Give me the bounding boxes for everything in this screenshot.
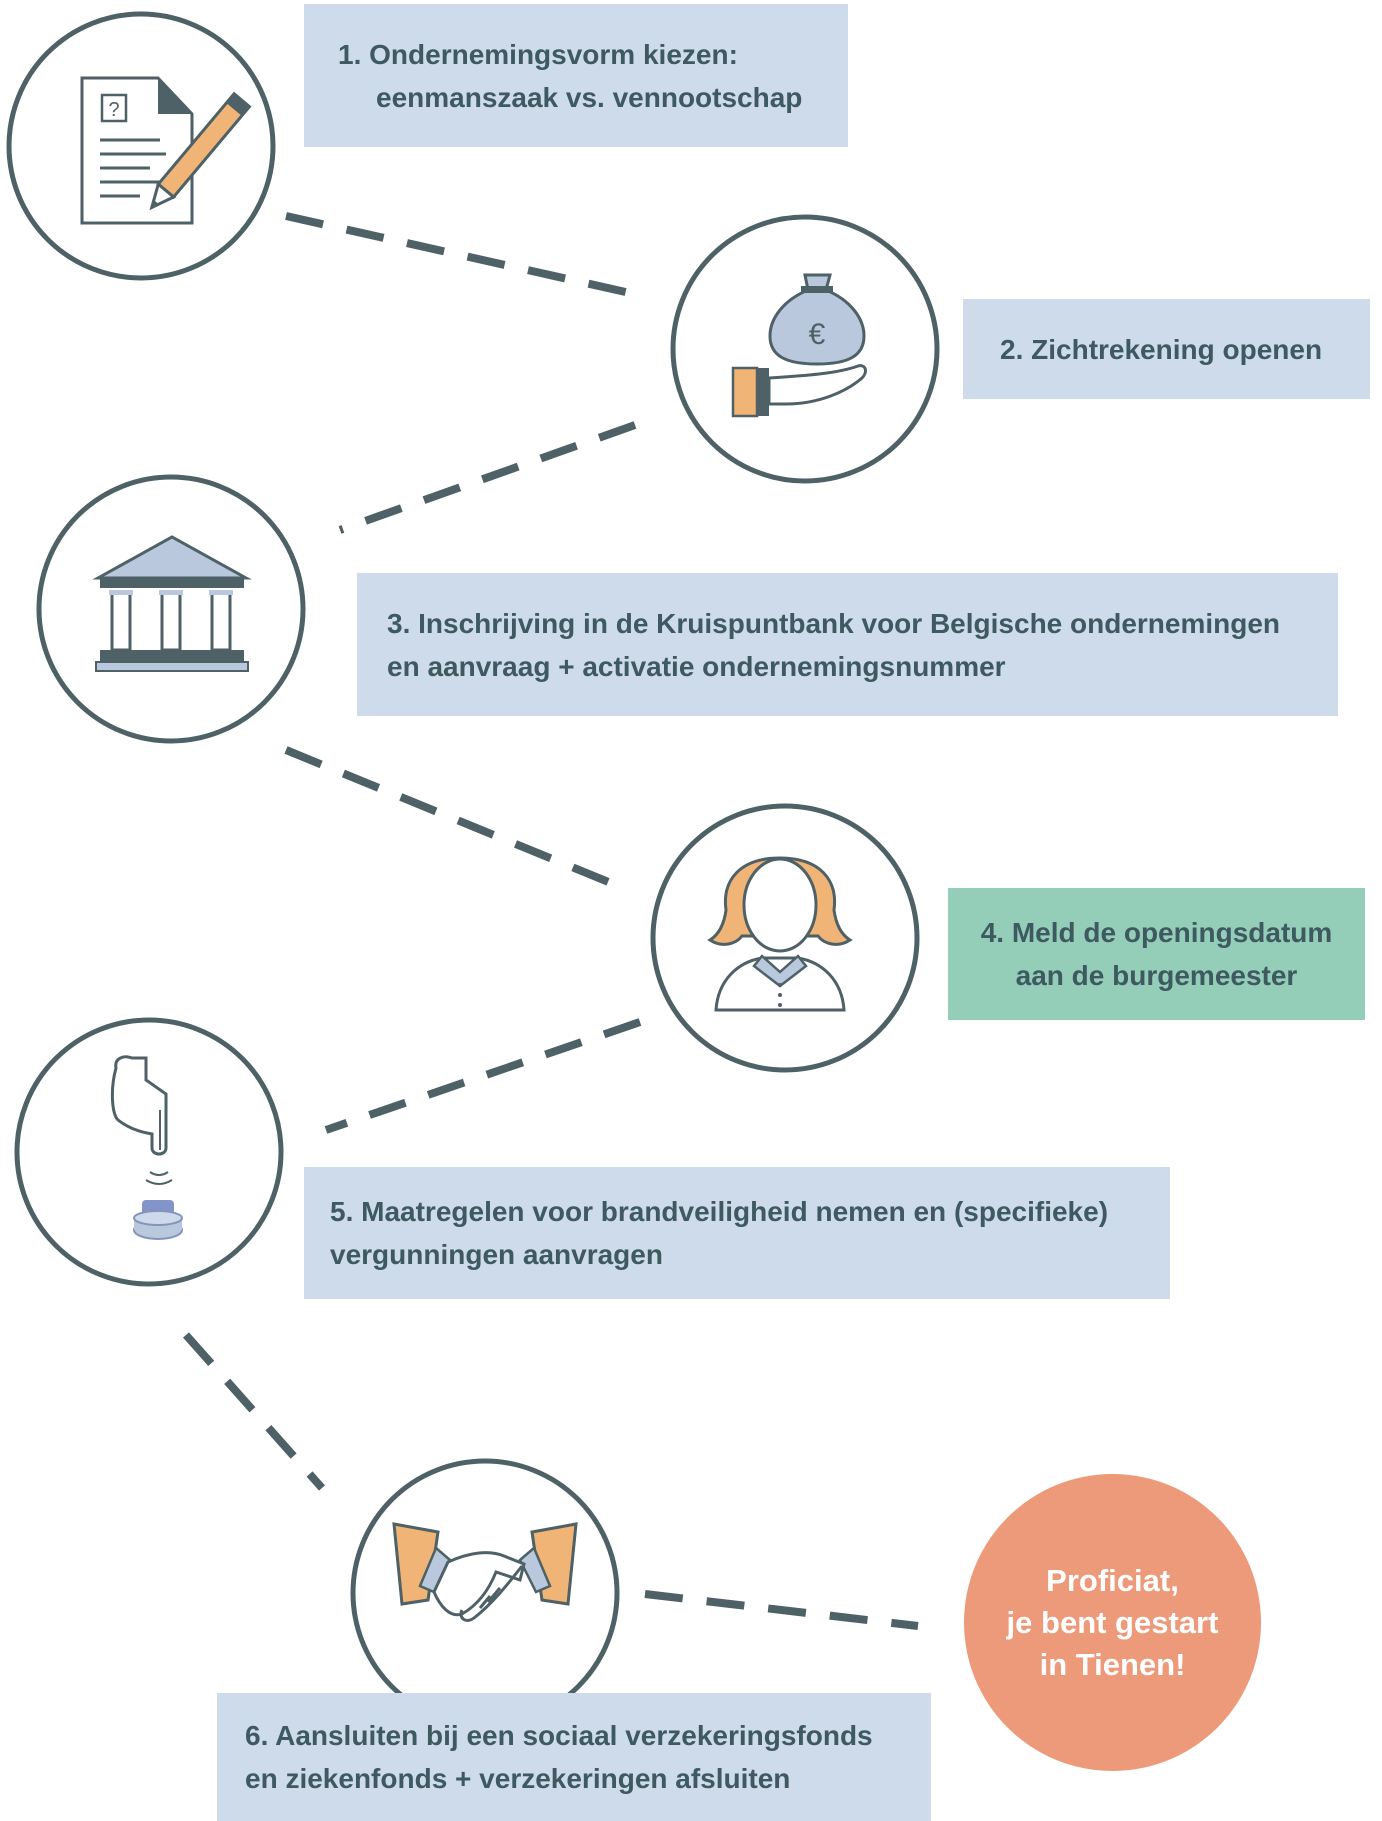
svg-text:€: € [809,318,826,351]
step-5-line-1: 5. Maatregelen voor brandveiligheid neme… [330,1196,1109,1227]
step-4-line-2: aan de burgemeester [1015,960,1298,991]
finale-line-2: je bent gestart [1006,1604,1219,1640]
step-3-line-2: en aanvraag + activatie ondernemingsnumm… [387,650,1006,682]
connector-6-finale [644,1590,919,1630]
step-3-label: 3. Inschrijving in de Kruispuntbank voor… [357,573,1338,716]
step-1-line-1: 1. Ondernemingsvorm kiezen: [338,38,738,70]
connector-1-2 [285,212,649,301]
svg-text:?: ? [108,99,119,121]
finale-circle: Proficiat, je bent gestart in Tienen! [964,1474,1261,1771]
finger-press-button-icon [110,1055,183,1240]
connector-3-4 [284,746,630,894]
step-6-line-2: en ziekenfonds + verzekeringen afsluiten [245,1763,791,1794]
step-2-line-1: 2. Zichtrekening openen [1000,333,1323,365]
step-5-label: 5. Maatregelen voor brandveiligheid neme… [304,1167,1170,1299]
step-5-circle [14,1017,284,1287]
step-2-label: 2. Zichtrekening openen [963,299,1370,399]
finale-line-3: in Tienen! [1039,1646,1186,1682]
bank-building-icon [92,535,252,672]
connector-5-6 [183,1332,325,1491]
money-bag-hand-icon: € [731,273,867,418]
mayor-person-icon [707,856,853,1012]
step-5-line-2: vergunningen aanvragen [330,1239,663,1270]
step-6-line-1: 6. Aansluiten bij een sociaal verzekerin… [245,1720,873,1751]
step-1-line-2: eenmanszaak vs. vennootschap [376,81,803,113]
step-3-line-1: 3. Inschrijving in de Kruispuntbank voor… [387,607,1281,639]
step-6-label: 6. Aansluiten bij een sociaal verzekerin… [217,1693,931,1821]
step-1-label: 1. Ondernemingsvorm kiezen: eenmanszaak … [304,4,848,147]
step-4-label: 4. Meld de openingsdatum aan de burgemee… [948,888,1365,1020]
document-pencil-icon: ? [80,76,252,225]
handshake-icon [392,1522,578,1622]
connector-4-5 [324,1018,642,1134]
step-4-line-1: 4. Meld de openingsdatum [980,917,1333,948]
finale-line-1: Proficiat, [1046,1562,1179,1598]
connectors [183,212,919,1630]
connector-2-3 [338,421,637,534]
